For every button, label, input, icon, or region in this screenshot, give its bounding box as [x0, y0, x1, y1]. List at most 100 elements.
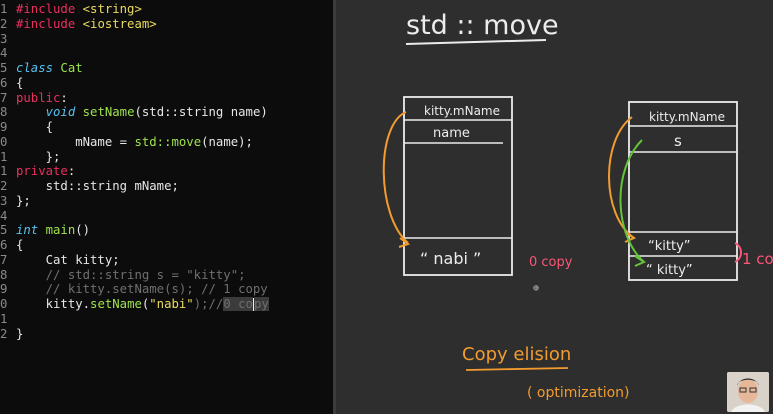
- code-token: public: [16, 90, 61, 105]
- code-token: #include: [16, 2, 83, 16]
- code-token: {: [16, 238, 24, 252]
- code-token: (name);: [201, 134, 253, 149]
- code-text: #include <iostream>: [16, 17, 157, 32]
- code-token: {: [16, 120, 54, 134]
- right-box-second-label: s: [674, 132, 682, 150]
- code-text: // std::string s = "kitty";: [16, 268, 246, 283]
- code-text: private:: [16, 164, 75, 179]
- code-token: (: [141, 297, 150, 311]
- code-token: (std::string name): [134, 105, 268, 120]
- line-number: 3: [0, 31, 8, 46]
- code-token: }: [16, 326, 24, 341]
- code-token: :: [60, 90, 68, 105]
- line-number: 2: [0, 16, 8, 31]
- code-token: <iostream>: [82, 16, 157, 31]
- code-text: };: [16, 149, 61, 165]
- right-copy-brace: [734, 242, 742, 263]
- code-text: }: [16, 327, 23, 342]
- line-number: 8: [0, 105, 8, 120]
- code-text: {: [16, 238, 23, 253]
- editor-divider: [333, 0, 336, 414]
- footer-underline: [465, 367, 569, 371]
- code-token: #include: [16, 16, 83, 31]
- webcam-overlay: [727, 372, 769, 412]
- right-memory-box: [628, 101, 738, 281]
- title-underline: [405, 39, 547, 45]
- code-text: {: [16, 76, 23, 91]
- code-token: );//: [193, 297, 224, 311]
- line-number: 4: [0, 208, 8, 223]
- line-number: 6: [0, 75, 8, 90]
- line-number: 0: [0, 134, 8, 149]
- code-token: Cat kitty;: [16, 252, 120, 267]
- presenter-avatar: [727, 372, 769, 412]
- left-memory-box: [403, 96, 513, 276]
- line-number: 6: [0, 238, 8, 252]
- line-number: 7: [0, 90, 8, 105]
- code-token: mName =: [16, 134, 135, 149]
- left-move-arrow: [382, 111, 409, 244]
- code-token: py: [253, 297, 269, 311]
- code-text: // kitty.setName(s); // 1 copy: [16, 282, 268, 297]
- code-text: {: [16, 120, 53, 135]
- whiteboard-drawing: std :: move kitty.mName name “ nabi ” 0 …: [382, 10, 773, 401]
- code-token: };: [16, 193, 31, 208]
- whiteboard: std :: move kitty.mName name “ nabi ” 0 …: [336, 0, 773, 414]
- code-token: std::move: [134, 134, 202, 149]
- footer-subtitle: ( optimization): [527, 385, 629, 401]
- code-token: (): [75, 223, 91, 238]
- code-token: 0 co: [223, 297, 253, 311]
- code-token: kitty.: [16, 297, 91, 311]
- line-number: 4: [0, 46, 8, 61]
- left-box-top-label: kitty.mName: [424, 104, 500, 118]
- line-number: 9: [0, 120, 8, 134]
- text-cursor: [252, 298, 254, 311]
- right-copy-arrow-head: [634, 255, 647, 267]
- code-token: private: [16, 164, 68, 179]
- code-text: Cat kitty;: [16, 253, 120, 268]
- line-number: 2: [0, 179, 8, 193]
- code-token: main: [45, 223, 76, 238]
- right-box-top-label: kitty.mName: [649, 110, 725, 124]
- code-token: Cat: [60, 61, 83, 75]
- code-token: void: [45, 105, 83, 120]
- line-number: 5: [0, 61, 8, 75]
- code-token: {: [16, 75, 24, 90]
- line-number: 1: [0, 2, 8, 16]
- code-text: };: [16, 194, 31, 209]
- line-number: 5: [0, 223, 8, 238]
- left-box-bottom-label: “ nabi ”: [420, 249, 481, 268]
- code-token: class: [16, 61, 61, 75]
- code-token: // kitty.setName(s); // 1 copy: [16, 282, 268, 297]
- code-token: [16, 105, 46, 119]
- line-number: 3: [0, 193, 8, 208]
- right-box-slot-2: “ kitty”: [646, 263, 693, 278]
- code-text: class Cat: [16, 61, 83, 76]
- right-copy-arrow: [619, 139, 645, 263]
- right-copy-note: 1 co: [742, 250, 773, 268]
- code-token: };: [16, 149, 61, 164]
- line-number: 1: [0, 149, 8, 164]
- code-token: <string>: [82, 2, 142, 16]
- code-token: :: [67, 164, 76, 179]
- code-token: // std::string s = "kitty";: [16, 267, 246, 282]
- left-arrow-head: [398, 237, 411, 248]
- board-title: std :: move: [406, 10, 559, 41]
- line-number: 8: [0, 267, 8, 282]
- code-text: #include <string>: [16, 2, 142, 17]
- line-number: 1: [0, 311, 8, 326]
- code-token: std::string mName;: [16, 179, 179, 193]
- code-text: int main(): [16, 223, 90, 238]
- code-token: setName: [90, 297, 142, 311]
- code-text: void setName(std::string name): [16, 105, 268, 120]
- code-token: int: [16, 223, 46, 238]
- pen-cursor-icon: ⊕: [533, 283, 539, 294]
- line-number: 9: [0, 282, 8, 297]
- code-text: public:: [16, 91, 68, 106]
- right-box-slot-1: “kitty”: [648, 239, 691, 254]
- line-number: 0: [0, 297, 8, 311]
- left-copy-note: 0 copy: [529, 255, 573, 270]
- code-text: mName = std::move(name);: [16, 135, 253, 150]
- footer-title: Copy elision: [462, 344, 571, 365]
